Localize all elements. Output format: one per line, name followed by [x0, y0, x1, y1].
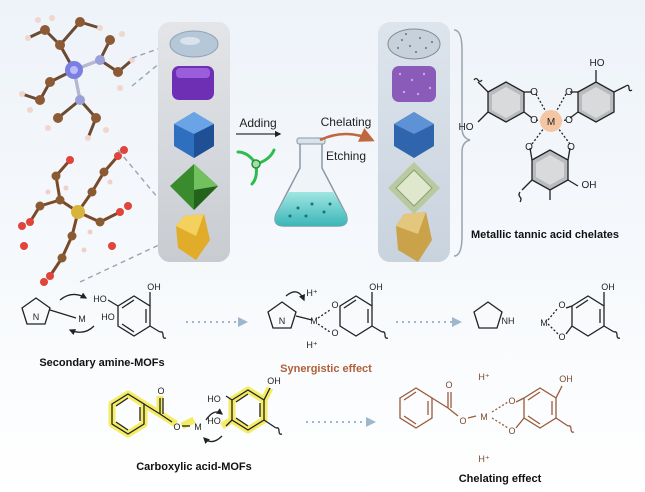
group-brace — [453, 29, 471, 257]
chelate-eff-o-1: O — [508, 396, 515, 406]
syn-hplus-2: H⁺ — [306, 340, 317, 350]
chelating-label: Chelating — [321, 115, 372, 129]
flask-icon — [274, 137, 348, 227]
free-imidazole-nh: NH — [502, 316, 515, 326]
syn-m-label: M — [310, 316, 318, 326]
product-o-2: O — [558, 332, 565, 342]
carboxyl-ho-2: HO — [207, 416, 221, 426]
free-imidazole: NH — [473, 301, 515, 329]
syn-n-label: N — [279, 316, 286, 326]
amine-oh: OH — [147, 282, 161, 292]
chelate-o-5: O — [525, 142, 533, 153]
metal-center-label: M — [547, 117, 555, 128]
metallic-chelates-label: Metallic tannic acid chelates — [471, 229, 619, 241]
carboxyl-ho-1: HO — [207, 394, 221, 404]
imidazole-molecule-model — [19, 15, 135, 141]
mof-shapes — [169, 30, 219, 260]
etched-purple-cube-icon — [392, 66, 436, 102]
synergistic-intermediate: N M O O OH H⁺ H⁺ Synergistic effect — [267, 282, 389, 375]
etched-blue-polyhedron-icon — [394, 112, 434, 158]
syn-hplus-1: H⁺ — [306, 288, 317, 298]
etched-green-octahedron-icon — [388, 162, 440, 214]
chelate-o-6: O — [567, 142, 575, 153]
carboxyl-o-single: O — [173, 422, 180, 432]
product-m-label: M — [540, 318, 548, 328]
chelating-effect-label: Chelating effect — [459, 473, 542, 485]
chelate-eff-oh: OH — [559, 374, 573, 384]
chelate-o-2: O — [530, 115, 538, 126]
amine-ho-2: HO — [101, 312, 115, 322]
amine-m-label: M — [78, 314, 86, 324]
chelate-eff-hplus-1: H⁺ — [478, 372, 489, 382]
chelate-ho-left: HO — [459, 122, 474, 133]
metal-catechol-product: M O O OH — [540, 282, 621, 342]
carboxylic-acid-reaction: O O M HO HO OH Carboxylic acid-MOFs — [108, 376, 283, 473]
chelate-eff-o-single: O — [459, 416, 466, 426]
chelate-eff-hplus-2: H⁺ — [478, 454, 489, 464]
metal-chelate-structure — [473, 70, 633, 203]
product-oh: OH — [601, 282, 615, 292]
chelate-o-1: O — [530, 87, 538, 98]
syn-o-2: O — [331, 328, 338, 338]
etched-yellow-rod-icon — [396, 212, 432, 262]
chelate-o-4: O — [565, 115, 573, 126]
chelate-eff-o-double: O — [445, 380, 452, 390]
carboxylate-molecule-model — [18, 146, 132, 286]
chelate-o-3: O — [565, 87, 573, 98]
product-o-1: O — [558, 300, 565, 310]
secondary-amine-reaction: N M HO HO OH Secondary amine-MOFs — [21, 282, 167, 369]
etching-label: Etching — [326, 149, 366, 163]
yellow-rod-mof-icon — [176, 214, 210, 260]
tannic-acid-icon — [236, 148, 276, 186]
carboxyl-oh: OH — [267, 376, 281, 386]
chelating-effect-product: O O M O O OH H⁺ H⁺ Chelating effect — [399, 372, 575, 485]
chelate-oh-bottom: OH — [582, 180, 597, 191]
etched-mof-shapes — [387, 28, 441, 262]
amine-ho-1: HO — [93, 294, 107, 304]
carboxyl-o-double: O — [157, 386, 164, 396]
syn-o-1: O — [331, 300, 338, 310]
blue-polyhedron-mof-icon — [174, 112, 214, 158]
chelating-arrow — [319, 128, 375, 142]
chelate-ho-top: HO — [590, 58, 605, 69]
etched-oval-icon — [387, 28, 441, 60]
carboxyl-m-label: M — [194, 422, 202, 432]
synergistic-label: Synergistic effect — [280, 363, 372, 375]
green-octahedron-mof-icon — [170, 164, 218, 210]
imidazole-n-label: N — [33, 312, 40, 322]
secondary-amine-label: Secondary amine-MOFs — [39, 357, 164, 369]
carboxylic-label: Carboxylic acid-MOFs — [136, 461, 252, 473]
chelate-eff-m: M — [480, 412, 488, 422]
metal-center — [540, 110, 562, 132]
purple-cube-mof-icon — [172, 66, 214, 100]
chelate-eff-o-2: O — [508, 426, 515, 436]
syn-oh: OH — [369, 282, 383, 292]
adding-label: Adding — [239, 116, 276, 130]
